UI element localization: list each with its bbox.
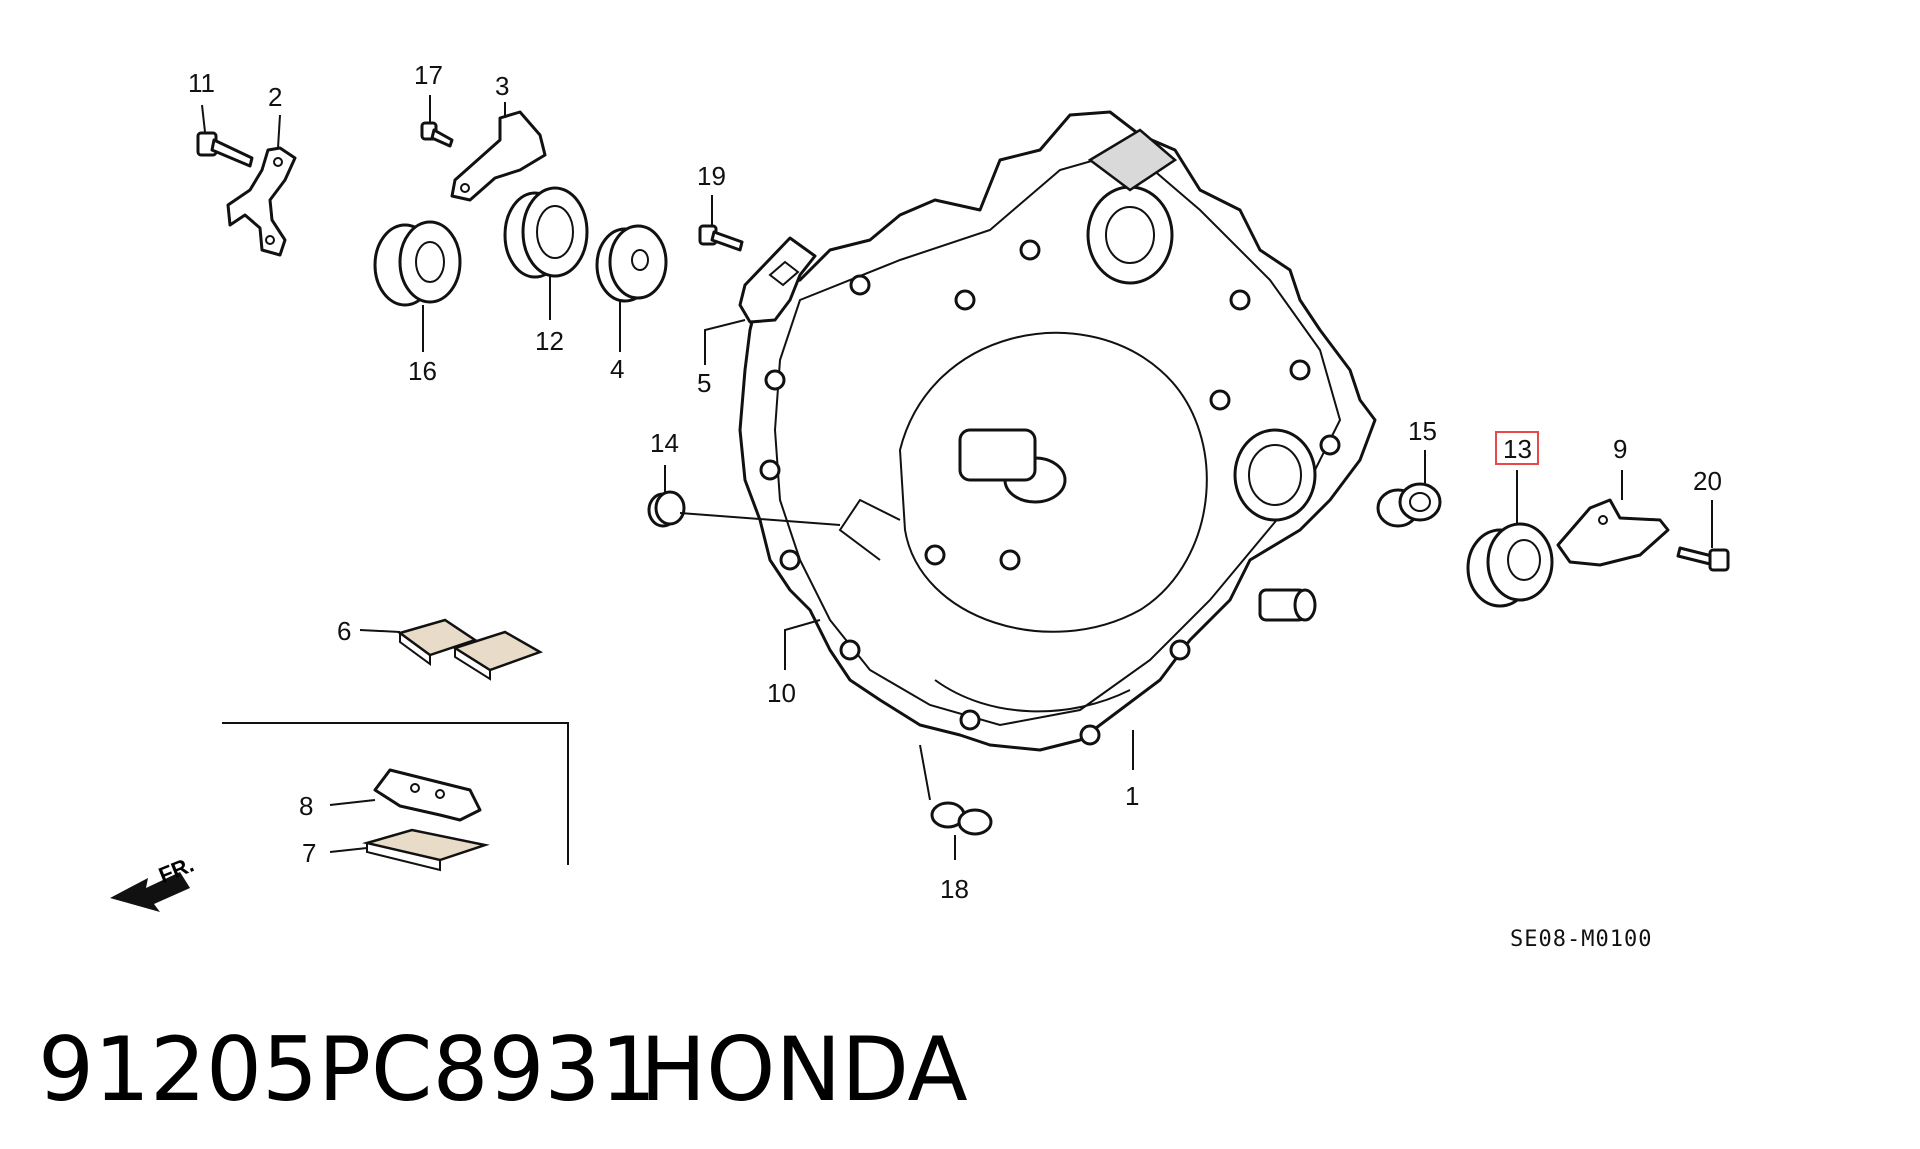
callout-9[interactable]: 9 bbox=[1613, 434, 1627, 464]
part-number: 91205PC8931 bbox=[38, 1018, 656, 1121]
callout-19[interactable]: 19 bbox=[697, 161, 726, 191]
shield-part-9[interactable] bbox=[1556, 498, 1670, 567]
dowel-part-18[interactable] bbox=[930, 801, 993, 836]
brand-name: HONDA bbox=[640, 1018, 968, 1121]
oil-seal-part-13[interactable] bbox=[1466, 522, 1554, 608]
inset-frame bbox=[222, 722, 569, 865]
bolt-part-17[interactable] bbox=[420, 121, 454, 148]
callout-18[interactable]: 18 bbox=[940, 874, 969, 904]
cap-part-4[interactable] bbox=[595, 224, 668, 303]
bushing-part-15[interactable] bbox=[1376, 482, 1442, 528]
callout-15[interactable]: 15 bbox=[1408, 416, 1437, 446]
bracket-part-2[interactable] bbox=[226, 146, 297, 257]
leader-lines bbox=[201, 95, 1713, 860]
callout-16[interactable]: 16 bbox=[408, 356, 437, 386]
callout-6[interactable]: 6 bbox=[337, 616, 351, 646]
callout-20[interactable]: 20 bbox=[1693, 466, 1722, 496]
callout-13-highlight bbox=[1495, 431, 1539, 465]
callout-1[interactable]: 1 bbox=[1125, 781, 1139, 811]
pad-part-7[interactable] bbox=[362, 828, 490, 872]
plate-part-3[interactable] bbox=[450, 110, 547, 202]
direction-label: FR. bbox=[155, 852, 197, 888]
callout-8[interactable]: 8 bbox=[299, 791, 313, 821]
diagram-code: SE08-M0100 bbox=[1510, 927, 1652, 952]
roller-bearing-part-12[interactable] bbox=[503, 186, 589, 279]
callout-5[interactable]: 5 bbox=[697, 368, 711, 398]
clip-part-8[interactable] bbox=[373, 768, 482, 822]
front-direction-arrow-icon bbox=[110, 872, 190, 912]
callout-13[interactable]: 13 bbox=[1503, 434, 1532, 464]
bolt-part-20[interactable] bbox=[1676, 546, 1730, 572]
callout-2[interactable]: 2 bbox=[268, 82, 282, 112]
plate-part-5[interactable] bbox=[738, 236, 817, 324]
callout-14[interactable]: 14 bbox=[650, 428, 679, 458]
callout-3[interactable]: 3 bbox=[495, 71, 509, 101]
pad-part-6[interactable] bbox=[397, 618, 543, 681]
callout-4[interactable]: 4 bbox=[610, 354, 624, 384]
bearing-part-16[interactable] bbox=[373, 220, 462, 307]
callout-10[interactable]: 10 bbox=[767, 678, 796, 708]
bolt-part-11[interactable] bbox=[196, 131, 254, 168]
callout-12[interactable]: 12 bbox=[535, 326, 564, 356]
callout-11[interactable]: 11 bbox=[188, 68, 215, 98]
transmission-housing[interactable] bbox=[738, 110, 1377, 752]
washer-part-14[interactable] bbox=[647, 490, 686, 528]
callout-7[interactable]: 7 bbox=[302, 838, 316, 868]
callout-17[interactable]: 17 bbox=[414, 60, 443, 90]
callout-labels: 11 2 17 3 16 12 4 19 5 14 15 13 9 20 6 1… bbox=[188, 60, 1722, 904]
bolt-part-19[interactable] bbox=[698, 224, 744, 252]
